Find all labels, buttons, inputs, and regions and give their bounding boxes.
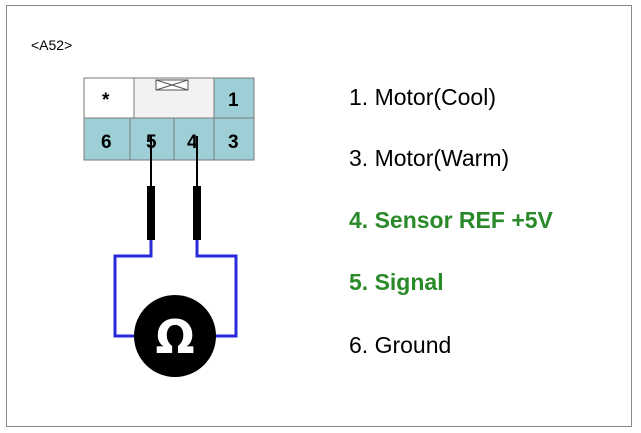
wire-left — [113, 240, 153, 338]
ohm-symbol: Ω — [155, 310, 194, 364]
legend-item-pin-6: 6. Ground — [349, 332, 452, 358]
pin-label-3: 3 — [228, 132, 239, 153]
locking-tab-icon — [155, 79, 189, 91]
pin-cell-6 — [83, 117, 131, 161]
pin-legend: 1. Motor(Cool) 3. Motor(Warm) 4. Sensor … — [349, 0, 629, 433]
pin-label-6: 6 — [101, 132, 112, 153]
legend-item-pin-4: 4. Sensor REF +5V — [349, 207, 553, 233]
ohmmeter-icon — [134, 295, 216, 377]
legend-item-pin-3: 3. Motor(Warm) — [349, 145, 510, 171]
legend-item-pin-1: 1. Motor(Cool) — [349, 84, 496, 110]
probe-lead-pin-4 — [193, 136, 201, 240]
pin-label-1: 1 — [228, 90, 239, 111]
wire-right — [195, 240, 238, 338]
pin-cell-4 — [173, 117, 215, 161]
pin-cell-1 — [213, 77, 255, 119]
diagram-frame — [6, 5, 632, 427]
connector-body — [83, 77, 255, 161]
pin-label-4: 4 — [187, 132, 198, 153]
probe-lead-pin-5 — [147, 136, 155, 240]
pin-label-star: * — [102, 90, 110, 111]
legend-item-pin-5: 5. Signal — [349, 269, 444, 295]
pin-cell-3 — [213, 117, 255, 161]
connector-id-label: <A52> — [31, 37, 73, 53]
